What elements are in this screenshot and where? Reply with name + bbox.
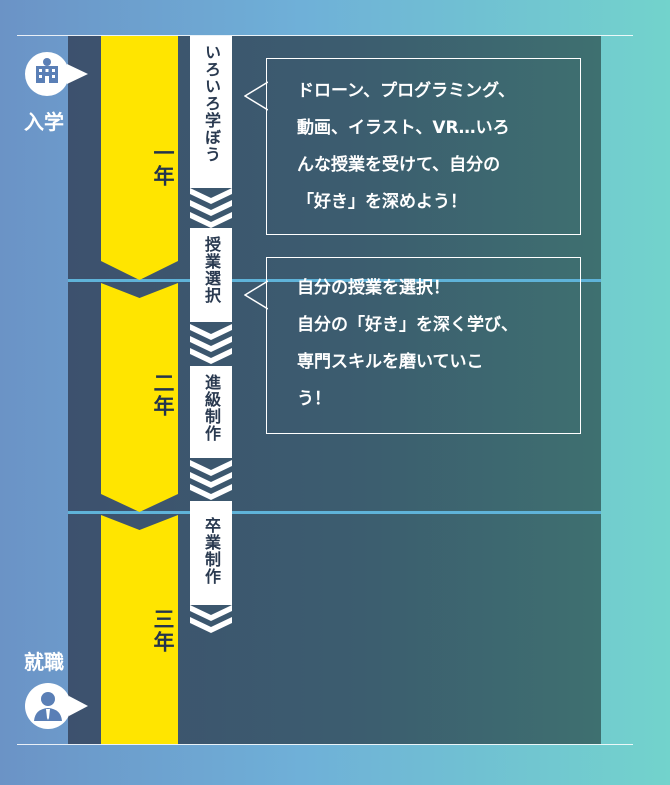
description-bubble-1: ドローン、プログラミング、 動画、イラスト、VR…いろ んな授業を受けて、自分の… xyxy=(244,58,581,235)
chevron-down-icon xyxy=(190,188,232,228)
start-label: 入学 xyxy=(24,110,64,134)
year-divider-2 xyxy=(68,511,601,514)
chevron-down-icon xyxy=(190,324,232,364)
phase-label-4: 卒業制作 xyxy=(202,517,221,585)
end-label: 就職 xyxy=(24,650,64,674)
bottom-rule xyxy=(17,744,633,745)
year-label-1: 一年 xyxy=(151,142,175,188)
phase-strip-2 xyxy=(190,228,232,322)
phase-label-3: 進級制作 xyxy=(202,374,221,442)
business-person-icon xyxy=(25,683,88,729)
year-label-3: 三年 xyxy=(151,608,175,654)
bubble-pointer xyxy=(244,280,268,310)
phase-strip-4 xyxy=(190,501,232,605)
year-band xyxy=(101,36,178,744)
year-label-2: 二年 xyxy=(151,372,175,418)
bubble-text-2: 自分の授業を選択！ 自分の「好き」を深く学び、 専門スキルを磨いていこ う！ xyxy=(297,278,518,409)
description-bubble-2: 自分の授業を選択！ 自分の「好き」を深く学び、 専門スキルを磨いていこ う！ xyxy=(244,257,581,434)
phase-strip-1 xyxy=(190,36,232,188)
year-divider-1 xyxy=(68,279,601,282)
school-building-icon xyxy=(25,52,88,96)
chevron-down-icon xyxy=(190,605,232,633)
phase-strip-3 xyxy=(190,366,232,458)
top-rule xyxy=(17,35,633,36)
phase-label-1: いろいろ学ぼう xyxy=(202,44,221,163)
bubble-text-1: ドローン、プログラミング、 動画、イラスト、VR…いろ んな授業を受けて、自分の… xyxy=(297,81,515,212)
chevron-down-icon xyxy=(190,460,232,500)
phase-label-2: 授業選択 xyxy=(202,236,221,304)
bubble-pointer xyxy=(244,81,268,111)
